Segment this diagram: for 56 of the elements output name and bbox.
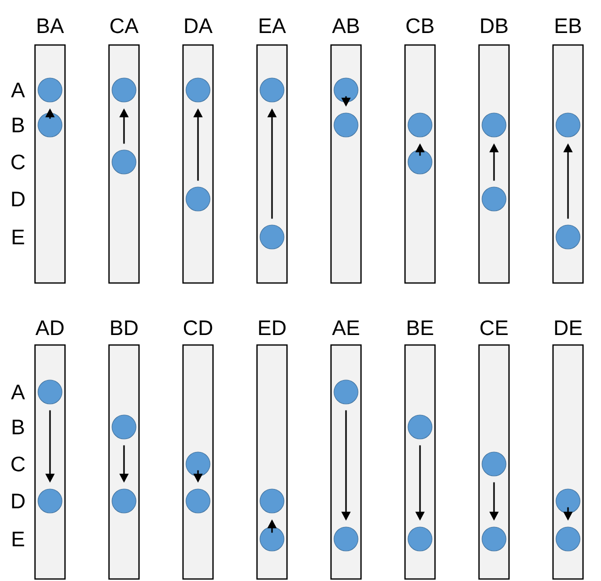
dot xyxy=(482,526,506,552)
dot xyxy=(408,112,432,138)
column-heading: AB xyxy=(332,18,359,33)
dot xyxy=(260,78,284,102)
row-label: C xyxy=(11,154,25,170)
dot xyxy=(482,186,506,212)
dot xyxy=(334,112,358,138)
dot xyxy=(38,488,62,514)
dot xyxy=(186,78,210,102)
dot xyxy=(556,488,580,514)
dot xyxy=(38,380,62,404)
dot xyxy=(112,414,136,440)
row-label: D xyxy=(12,192,25,206)
dot xyxy=(186,452,210,476)
column-heading: EB xyxy=(556,18,581,33)
row-label: E xyxy=(12,230,24,244)
column-heading: EA xyxy=(260,18,286,33)
column-heading: CD xyxy=(184,320,212,336)
column-heading: DB xyxy=(481,18,508,33)
dot xyxy=(260,526,284,552)
dot xyxy=(482,112,506,138)
column-heading: CE xyxy=(480,320,508,336)
column-heading: BE xyxy=(408,320,434,335)
column-heading: BD xyxy=(111,320,138,335)
row-label: C xyxy=(11,456,25,472)
dot xyxy=(334,526,358,552)
dot xyxy=(260,224,284,250)
column-heading: DA xyxy=(185,18,213,33)
column-heading: AE xyxy=(332,320,360,335)
dot xyxy=(38,78,62,102)
column-heading: CA xyxy=(110,18,139,34)
dot xyxy=(556,224,580,250)
row-label: A xyxy=(11,82,25,98)
dot xyxy=(186,488,210,514)
dot xyxy=(408,150,432,174)
dot xyxy=(38,112,62,138)
dot xyxy=(334,380,358,404)
row-label: B xyxy=(12,118,24,132)
dot xyxy=(112,488,136,514)
dot xyxy=(556,526,580,552)
dot xyxy=(408,526,432,552)
dot xyxy=(556,112,580,138)
row-label: B xyxy=(12,420,24,434)
row-label: E xyxy=(12,532,24,546)
dot xyxy=(482,452,506,476)
dot xyxy=(112,78,136,102)
column-heading: BA xyxy=(38,18,64,33)
column-heading: ED xyxy=(259,320,286,335)
column-heading: AD xyxy=(35,320,64,335)
column-heading: DE xyxy=(555,320,582,335)
dot xyxy=(260,488,284,514)
dot xyxy=(112,150,136,174)
dot xyxy=(408,414,432,440)
column-heading: CB xyxy=(406,18,434,34)
dot xyxy=(334,78,358,102)
dot xyxy=(186,186,210,212)
